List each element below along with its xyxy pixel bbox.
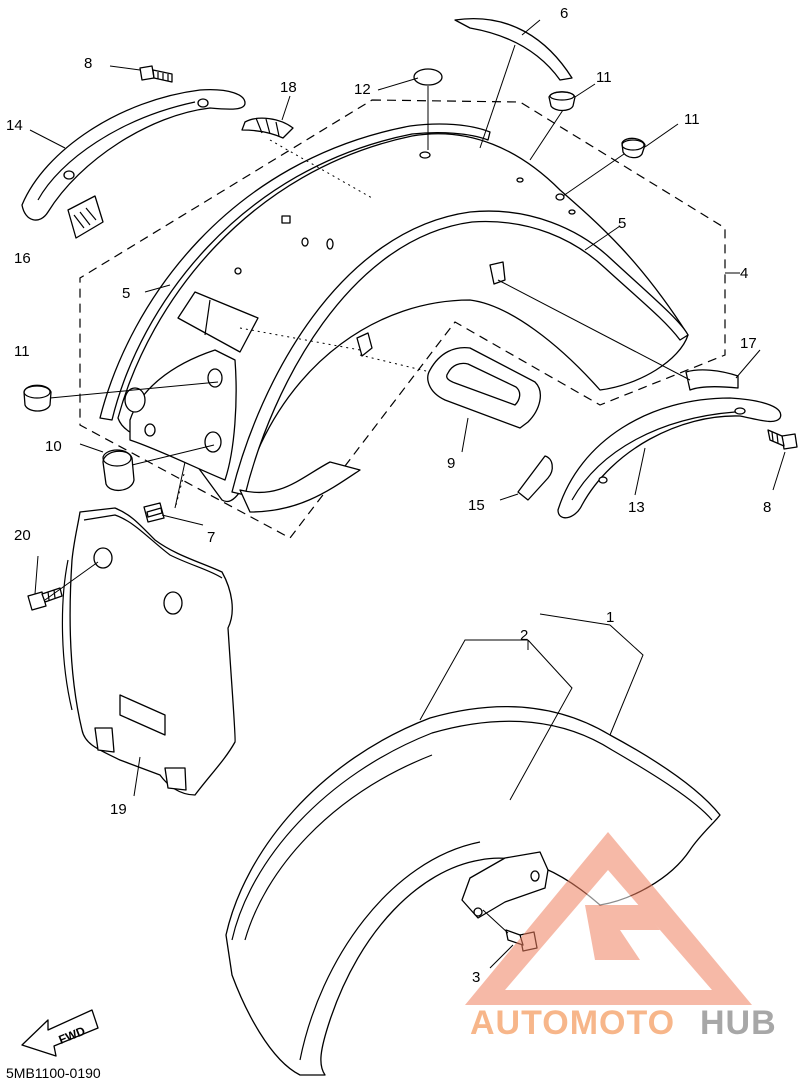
leader-lines	[29, 19, 786, 969]
callout-14: 14	[6, 117, 23, 134]
callout-5-right: 5	[618, 215, 626, 232]
callout-18: 18	[280, 79, 297, 96]
part-14-hole	[63, 170, 75, 180]
diagram-code: 5MB1100-0190	[6, 1065, 101, 1081]
alignment-lines	[175, 139, 431, 506]
part-13-inner-edge	[571, 411, 736, 501]
side-panel-hole-1	[207, 368, 223, 388]
part-6-fender-strip	[454, 18, 573, 81]
fender-hole-b	[326, 238, 334, 250]
rear-fender-tail	[239, 461, 361, 513]
part-11-grommet-right	[621, 137, 646, 159]
fender-hole-d	[419, 151, 431, 159]
part-8-bolt-top	[139, 65, 173, 83]
part-8-bolt-right	[767, 429, 798, 450]
callout-16: 16	[14, 250, 31, 267]
fwd-arrow-icon: FWD	[21, 1009, 99, 1057]
callout-8-top: 8	[84, 55, 92, 72]
part-13-hole	[598, 476, 608, 484]
fender-hole-square	[281, 215, 291, 224]
watermark-text-hub: HUB	[700, 1004, 777, 1042]
part-15-pad	[517, 455, 553, 501]
part-16-ribs	[73, 207, 97, 229]
callout-1: 1	[606, 609, 614, 626]
rear-fender-rail-right	[231, 210, 689, 496]
rear-fender-rail-left	[99, 123, 491, 421]
callout-7: 7	[207, 529, 215, 546]
fender-hole-f	[555, 193, 565, 201]
part-13-rail-right	[557, 397, 782, 519]
part-19-side-cover	[61, 507, 236, 796]
callout-12: 12	[354, 81, 371, 98]
part-14-rail-left	[21, 89, 246, 221]
callout-9: 9	[447, 455, 455, 472]
part-18-pad	[241, 117, 294, 139]
part-13-end-hole	[734, 407, 746, 415]
fender-reflector-window	[177, 291, 259, 353]
part-14-inner-edge	[37, 101, 196, 201]
side-panel-hole-2	[144, 423, 156, 437]
front-fender-bracket	[461, 851, 549, 919]
side-panel-hole-3	[204, 431, 222, 453]
front-fender	[225, 706, 721, 1076]
watermark-logo-icon	[465, 832, 752, 1005]
part-11-grommet-top	[548, 91, 576, 112]
part-16-pad	[67, 195, 104, 239]
window-divider	[204, 299, 211, 336]
callout-19: 19	[110, 801, 127, 818]
callout-5-left: 5	[122, 285, 130, 302]
fender-hole-a	[301, 237, 309, 247]
fender-hole-e	[516, 177, 524, 183]
part-7-bolt	[143, 502, 165, 523]
callout-13: 13	[628, 499, 645, 516]
part-18-ribs	[255, 117, 280, 137]
callout-8-right: 8	[763, 499, 771, 516]
part-11-grommet-left	[23, 384, 52, 412]
callout-10: 10	[45, 438, 62, 455]
callout-6: 6	[560, 5, 568, 22]
side-panel-hole-4	[124, 387, 146, 413]
callout-2: 2	[520, 627, 528, 644]
callout-15: 15	[468, 497, 485, 514]
fender-bracket-left	[356, 332, 373, 357]
callout-4: 4	[740, 265, 748, 282]
assembly-boundary-4	[79, 99, 726, 539]
part-10-grommet	[102, 449, 135, 491]
callout-20: 20	[14, 527, 31, 544]
fender-hole-c	[234, 267, 242, 275]
callout-17: 17	[740, 335, 757, 352]
part-17-end-cap	[685, 369, 739, 391]
callout-3: 3	[472, 969, 480, 986]
callout-11-right: 11	[684, 111, 700, 128]
callout-11-left: 11	[14, 343, 30, 360]
fender-bracket-right	[489, 261, 506, 285]
fender-hole-g	[568, 209, 576, 215]
part-14-end-hole	[197, 98, 209, 108]
watermark-text-automoto: AUTOMOTO	[470, 1004, 675, 1042]
callout-11-top: 11	[596, 69, 612, 86]
part-9-reflector	[427, 346, 541, 429]
part-12-cap	[413, 68, 443, 86]
